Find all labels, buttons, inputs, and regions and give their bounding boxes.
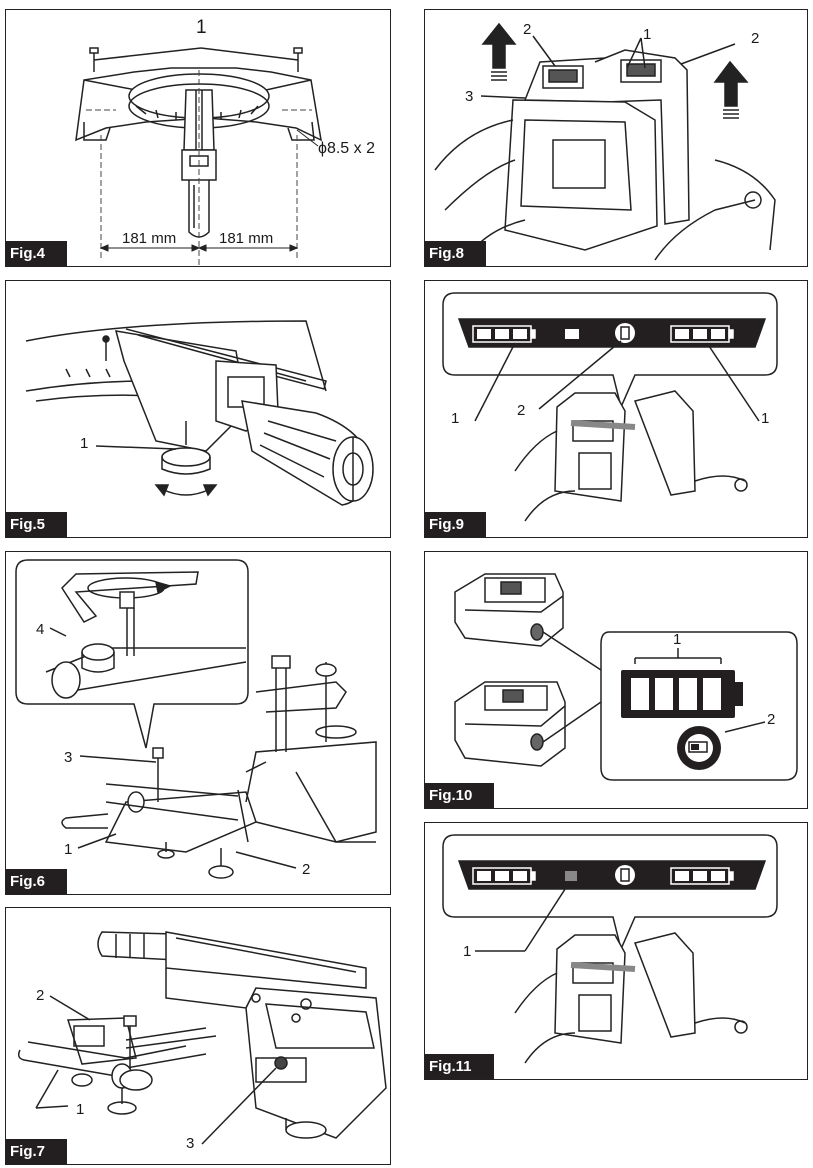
figure-label: Fig.11 [425,1054,494,1079]
callout-2: 2 [523,21,532,38]
hole-spec-label: ϕ8.5 x 2 [318,140,375,157]
fig9-illustration [442,292,778,522]
figure-label: Fig.6 [6,869,68,894]
figure-6: 4 3 1 2 Fig.6 [5,551,391,895]
callout-1: 1 [196,17,207,38]
fig10-illustration [454,573,798,781]
fig8-illustration [434,22,776,261]
figure-5: 1 Fig.5 [5,280,391,538]
callout-3: 3 [64,749,73,766]
figure-11: 1 Fig.11 [424,822,808,1080]
callout-1: 1 [643,26,652,43]
callout-2: 2 [751,30,760,47]
callout-2: 2 [767,711,776,728]
fig11-illustration [442,834,778,1064]
callout-1: 1 [463,943,472,960]
callout-1: 1 [80,435,89,452]
fig7-illustration [17,931,387,1145]
fig4-illustration [75,47,322,266]
dimension-left: 181 mm [122,230,177,247]
callout-3: 3 [186,1135,195,1152]
callout-3: 3 [465,88,474,105]
dimension-right: 181 mm [219,230,274,247]
figure-4: 1 ϕ8.5 x 2 181 mm 181 mm Fig.4 [5,9,391,267]
callout-1: 1 [673,631,682,648]
callout-2: 2 [302,861,311,878]
figure-label: Fig.8 [425,241,487,266]
figure-label: Fig.10 [425,783,495,808]
figure-label: Fig.4 [6,241,68,266]
figure-8: 2 1 2 3 Fig.8 [424,9,808,267]
figure-label: Fig.5 [6,512,68,537]
callout-1: 1 [64,841,73,858]
callout-1: 1 [451,410,460,427]
callout-2: 2 [36,987,45,1004]
callout-1: 1 [761,410,770,427]
figure-10: 1 2 Fig.10 [424,551,808,809]
figure-9: 1 2 1 Fig.9 [424,280,808,538]
callout-2: 2 [517,402,526,419]
callout-4: 4 [36,621,45,638]
figure-label: Fig.9 [425,512,487,537]
figure-label: Fig.7 [6,1139,68,1164]
figure-7: 2 1 3 Fig.7 [5,907,391,1165]
callout-1: 1 [76,1101,85,1118]
fig5-illustration [25,320,374,506]
fig6-illustration [15,559,377,879]
